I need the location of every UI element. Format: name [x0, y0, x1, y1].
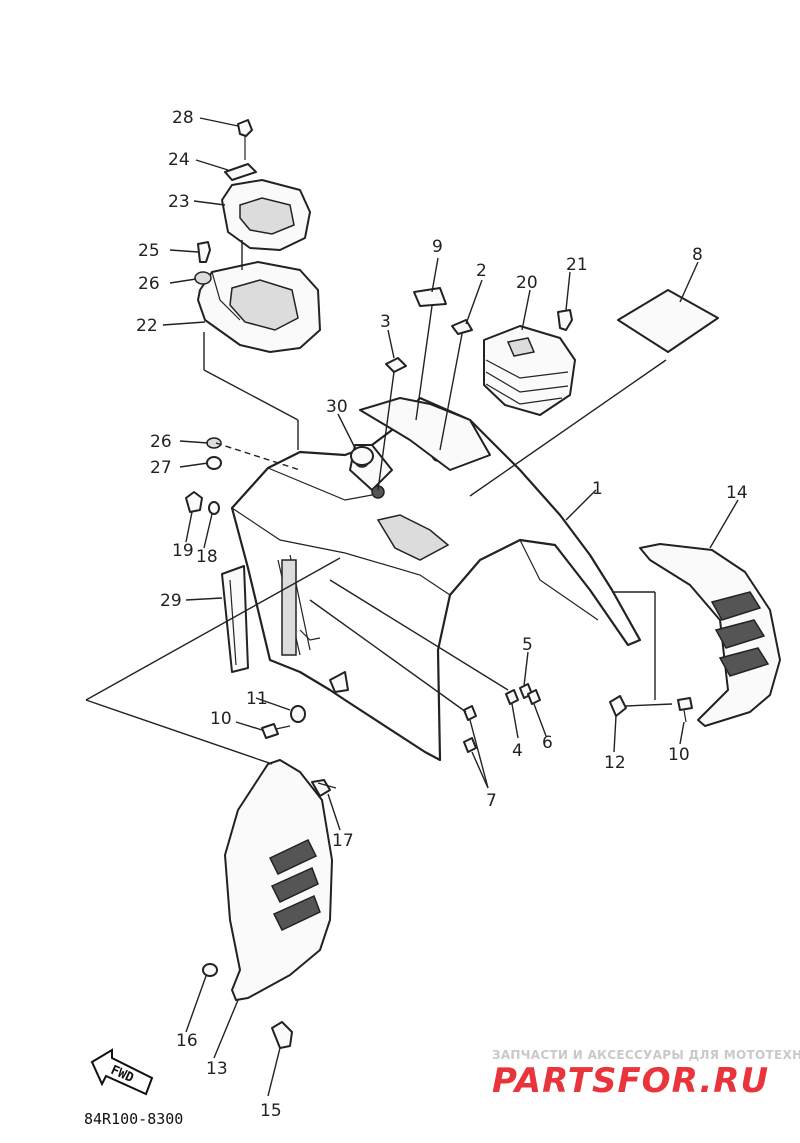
callout-28: 28 — [172, 108, 194, 128]
bolt-15 — [271, 1021, 293, 1049]
callout-7: 7 — [486, 791, 497, 811]
bolt-25 — [197, 241, 211, 263]
callout-labels: 28 24 23 25 26 22 9 2 20 21 8 3 30 26 27… — [136, 108, 748, 1121]
callout-26-lower: 26 — [150, 432, 172, 452]
callout-20: 20 — [516, 273, 538, 293]
callout-24: 24 — [168, 150, 190, 170]
pad-6 — [527, 689, 541, 705]
bolt-10-right — [677, 697, 693, 723]
callout-27: 27 — [150, 458, 172, 478]
watermark-logo-text: PARTSFOR.RU — [492, 1061, 769, 1101]
callout-8: 8 — [692, 245, 703, 265]
callout-19: 19 — [172, 541, 194, 561]
callout-21: 21 — [566, 255, 588, 275]
clip-2 — [451, 319, 473, 335]
callout-6: 6 — [542, 733, 553, 753]
callout-2: 2 — [476, 261, 487, 281]
headlight-housing-22 — [197, 261, 321, 353]
callout-4: 4 — [512, 741, 523, 761]
nut-26-lower — [206, 437, 222, 449]
callout-9: 9 — [432, 237, 443, 257]
watermark: ЗАПЧАСТИ И АКСЕССУАРЫ ДЛЯ МОТОТЕХНИКИ PA… — [492, 1048, 800, 1101]
grommet-26-upper — [194, 271, 212, 285]
side-panel-right-14 — [639, 543, 781, 727]
plate-24 — [224, 163, 257, 181]
callout-26-upper: 26 — [138, 274, 160, 294]
callout-5: 5 — [522, 635, 533, 655]
callout-13: 13 — [206, 1059, 228, 1079]
fwd-arrow-icon: FWD — [90, 1048, 154, 1096]
callout-1: 1 — [592, 479, 603, 499]
callout-3: 3 — [380, 312, 391, 332]
callout-16: 16 — [176, 1031, 198, 1051]
washer-11 — [290, 705, 306, 723]
screw-21 — [557, 309, 573, 331]
side-panel-left-13 — [224, 759, 333, 1001]
screw-17 — [311, 779, 337, 797]
pad-4 — [505, 689, 519, 705]
screw-28 — [237, 119, 253, 160]
box-20 — [483, 325, 576, 416]
callout-18: 18 — [196, 547, 218, 567]
pad-7-lower — [463, 737, 477, 753]
callout-17: 17 — [332, 831, 354, 851]
nut-27 — [206, 456, 222, 470]
leader-lines — [85, 117, 739, 1097]
callout-14: 14 — [726, 483, 748, 503]
diagram-code: 84R100-8300 — [84, 1110, 183, 1128]
callout-29: 29 — [160, 591, 182, 611]
callout-10-right: 10 — [668, 745, 690, 765]
callout-15: 15 — [260, 1101, 282, 1121]
callout-23: 23 — [168, 192, 190, 212]
watermark-tagline: ЗАПЧАСТИ И АКСЕССУАРЫ ДЛЯ МОТОТЕХНИКИ — [492, 1048, 800, 1062]
callout-10-left: 10 — [210, 709, 232, 729]
clip-9 — [413, 287, 447, 307]
clip-3 — [385, 357, 407, 373]
bolt-10-left — [261, 723, 291, 739]
washer-18 — [208, 501, 220, 515]
callout-12: 12 — [604, 753, 626, 773]
grommet-16 — [202, 963, 218, 977]
clip-12 — [609, 695, 627, 717]
label-sheet-8 — [617, 289, 719, 353]
callout-30: 30 — [326, 397, 348, 417]
callout-25: 25 — [138, 241, 160, 261]
pad-7-upper — [463, 705, 477, 721]
callout-11: 11 — [246, 689, 268, 709]
front-fender-body — [230, 396, 642, 762]
bracket-29 — [221, 565, 249, 673]
headlight-bezel-23 — [221, 179, 311, 251]
callout-22: 22 — [136, 316, 158, 336]
plug-30 — [350, 446, 374, 466]
nut-19 — [185, 491, 203, 513]
